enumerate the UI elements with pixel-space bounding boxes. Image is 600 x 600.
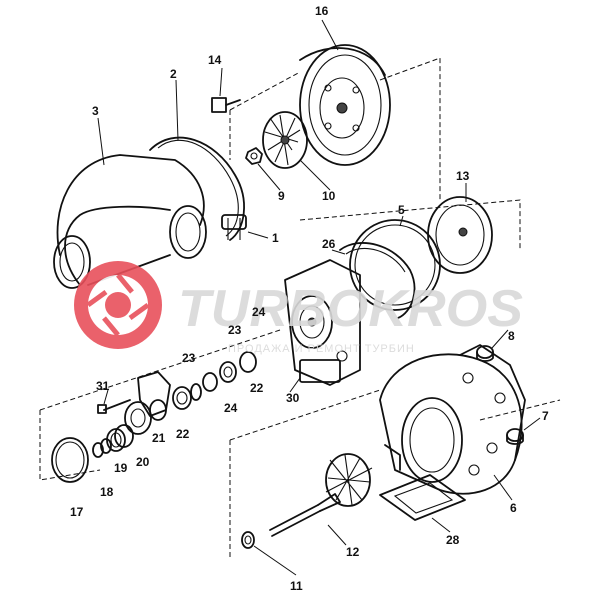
callout-28: 28 — [446, 533, 460, 547]
callout-12: 12 — [346, 545, 360, 559]
turbokros-watermark: TURBOKROS ПРОДАЖА И РЕМОНТ ТУРБИН — [74, 261, 523, 355]
callout-22a: 22 — [250, 381, 264, 395]
callout-2: 2 — [170, 67, 177, 81]
callout-24b: 24 — [224, 401, 238, 415]
turbine-wheel-shaft-part-12 — [269, 453, 373, 537]
bolt-part-14 — [211, 97, 241, 113]
callout-1: 1 — [272, 231, 279, 245]
callout-13: 13 — [456, 169, 470, 183]
seal-ring-part-5 — [349, 219, 441, 311]
clamp-ring-part-26 — [339, 242, 416, 319]
plug-part-7 — [506, 428, 524, 445]
callout-16: 16 — [315, 4, 329, 18]
center-housing-part-30 — [284, 259, 361, 386]
callouts: 16 14 2 3 9 10 13 5 1 26 24 23 8 23 31 2… — [70, 4, 549, 593]
watermark-brand: TURBOKROS — [178, 280, 523, 338]
callout-20: 20 — [136, 455, 150, 469]
callout-26: 26 — [322, 237, 336, 251]
bearing-parts — [51, 351, 257, 483]
callout-30: 30 — [286, 391, 300, 405]
callout-7: 7 — [542, 409, 549, 423]
callout-6: 6 — [510, 501, 517, 515]
leader-lines — [97, 19, 541, 576]
callout-8: 8 — [508, 329, 515, 343]
callout-11: 11 — [290, 579, 303, 593]
nut-part-9 — [245, 147, 263, 165]
v-band-clamp-part-2 — [149, 136, 247, 241]
turbine-housing-part-6 — [379, 344, 526, 495]
callout-23b: 23 — [182, 351, 196, 365]
callout-9: 9 — [278, 189, 285, 203]
compressor-backplate-part-16 — [299, 44, 391, 166]
callout-14: 14 — [208, 53, 222, 67]
callout-5: 5 — [398, 203, 405, 217]
callout-23a: 23 — [228, 323, 242, 337]
callout-17: 17 — [70, 505, 84, 519]
watermark-tagline: ПРОДАЖА И РЕМОНТ ТУРБИН — [228, 343, 415, 355]
seal-plate-part-13 — [427, 196, 493, 274]
compressor-wheel-part-10 — [262, 111, 308, 169]
gasket-part-28 — [379, 474, 466, 521]
callout-3: 3 — [92, 104, 99, 118]
callout-31: 31 — [96, 379, 110, 393]
plug-part-8 — [476, 345, 494, 362]
callout-10: 10 — [322, 189, 336, 203]
callout-19: 19 — [114, 461, 128, 475]
ring-part-11 — [241, 531, 255, 549]
callout-18: 18 — [100, 485, 114, 499]
callout-24a: 24 — [252, 305, 266, 319]
callout-21: 21 — [152, 431, 166, 445]
callout-22b: 22 — [176, 427, 190, 441]
